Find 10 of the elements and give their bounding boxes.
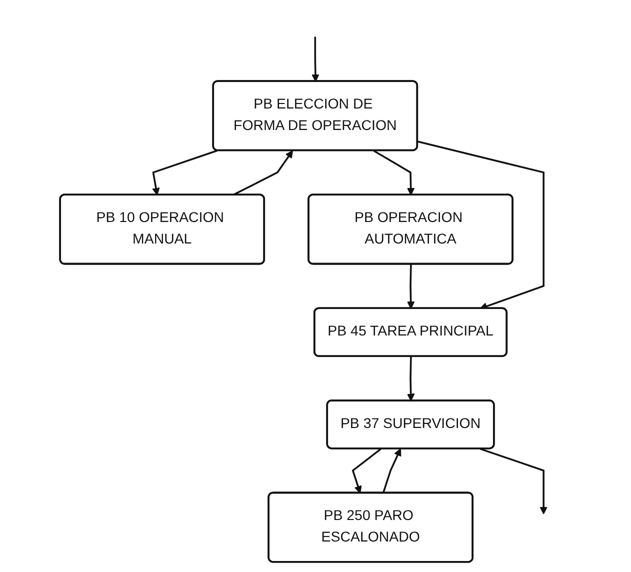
arrow [374, 150, 416, 196]
arrow [407, 356, 416, 402]
arrow [480, 448, 548, 514]
arrow [418, 140, 545, 310]
arrow [352, 448, 382, 494]
arrow [312, 36, 320, 82]
arrow [382, 448, 402, 494]
arrow [152, 150, 218, 196]
arrow [232, 150, 294, 196]
arrow [407, 264, 416, 309]
